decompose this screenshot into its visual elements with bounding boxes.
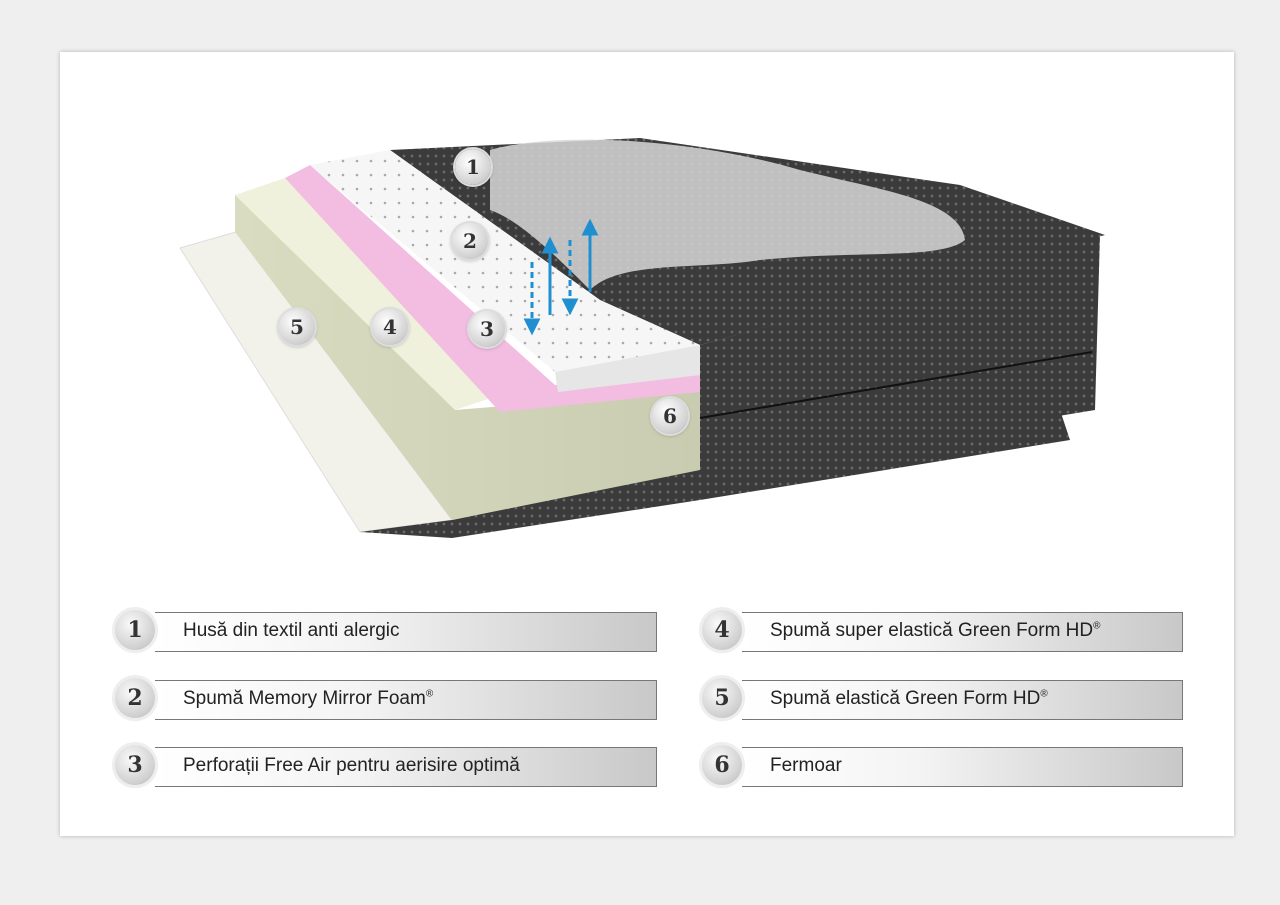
legend-badge: 3	[115, 745, 155, 785]
green-foam-top	[235, 178, 500, 410]
legend-item-5: 5 Spumă elastică Green Form HD®	[702, 678, 1183, 720]
green-foam-front	[235, 195, 700, 520]
legend-item-3: 3 Perforații Free Air pentru aerisire op…	[115, 745, 657, 787]
legend-badge: 6	[702, 745, 742, 785]
legend-badge: 4	[702, 610, 742, 650]
zipper-line	[699, 351, 1093, 419]
legend-badge: 5	[702, 678, 742, 718]
diagram-badge-1: 1	[455, 149, 491, 185]
legend-badge: 1	[115, 610, 155, 650]
diagram-badge-3: 3	[469, 311, 505, 347]
memory-foam-top	[310, 150, 700, 372]
legend-item-1: 1 Husă din textil anti alergic	[115, 610, 657, 652]
cover-print	[490, 139, 965, 290]
legend-item-6: 6 Fermoar	[702, 745, 1183, 787]
airflow-arrows	[523, 218, 599, 336]
diagram-badge-2: 2	[452, 223, 488, 259]
memory-foam-side	[555, 345, 700, 392]
pink-foam	[285, 165, 700, 412]
cover-side	[700, 235, 1100, 475]
legend-badge: 2	[115, 678, 155, 718]
diagram-badge-6: 6	[652, 398, 688, 434]
diagram-badge-5: 5	[279, 309, 315, 345]
diagram-badge-4: 4	[372, 309, 408, 345]
legend-item-4: 4 Spumă super elastică Green Form HD®	[702, 610, 1183, 652]
legend-item-2: 2 Spumă Memory Mirror Foam®	[115, 678, 657, 720]
